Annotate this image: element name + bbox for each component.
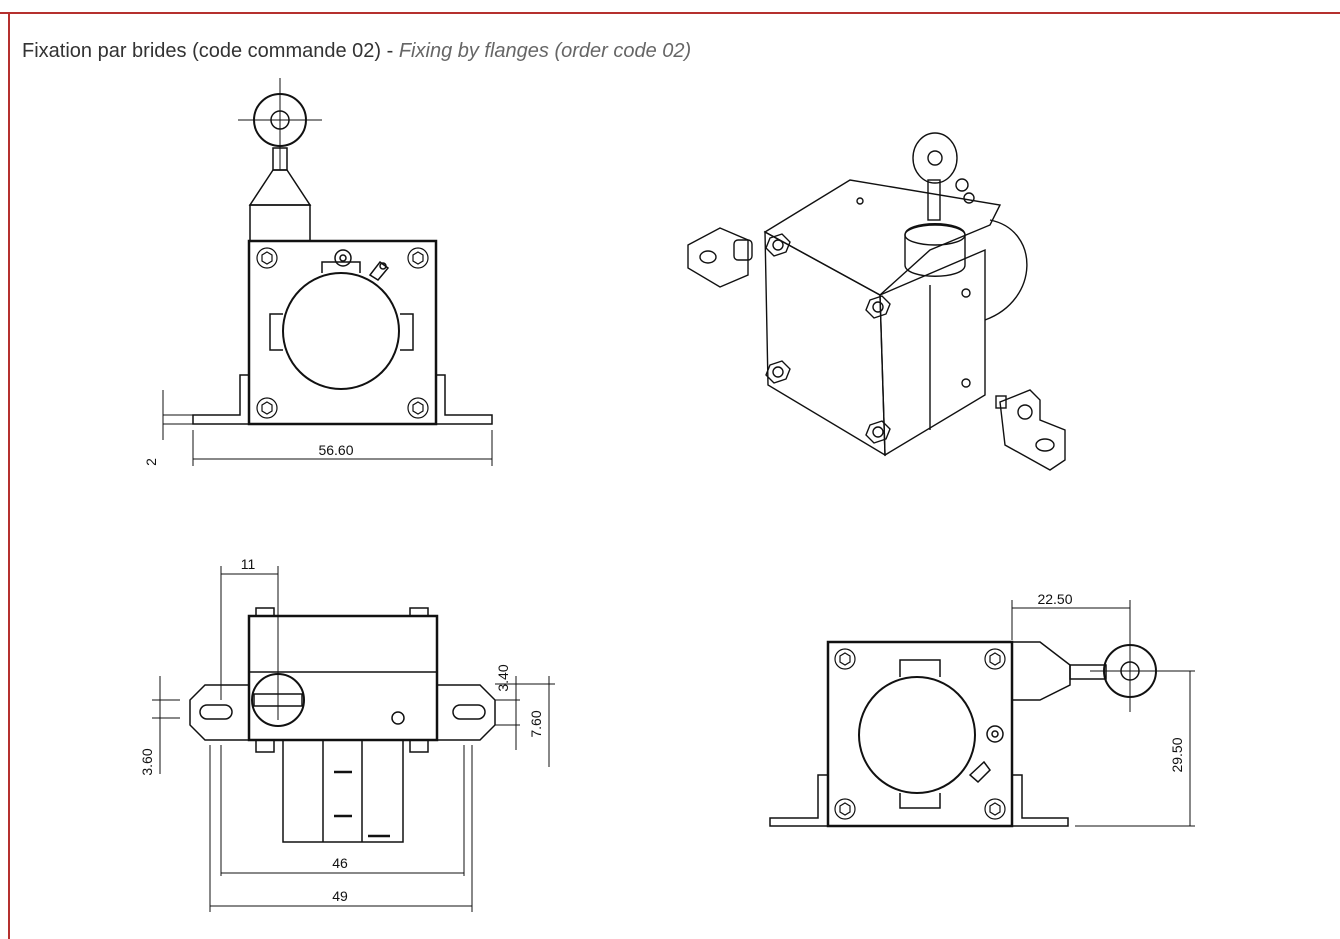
title-french: Fixation par brides (code commande 02) xyxy=(22,40,382,62)
frame-left-border xyxy=(8,12,10,939)
dim-top-left-height: 3.60 xyxy=(139,748,155,775)
dim-top-outer-width: 49 xyxy=(332,888,348,904)
title-separator: - xyxy=(381,40,399,62)
top-view: 11 46 49 3.60 3.40 7.60 xyxy=(139,556,555,912)
title-english: Fixing by flanges (order code 02) xyxy=(398,40,692,62)
dim-top-inner-width: 46 xyxy=(332,855,348,871)
dim-top-offset: 11 xyxy=(241,556,256,572)
dim-front-width: 56.60 xyxy=(318,442,353,458)
dim-top-slot-height: 7.60 xyxy=(528,710,544,737)
dim-side-height: 29.50 xyxy=(1169,737,1185,772)
dim-front-height: 2 xyxy=(143,458,159,466)
page-title: Fixation par brides (code commande 02) -… xyxy=(22,40,691,63)
isometric-view xyxy=(687,132,1066,471)
side-view: 22.50 29.50 xyxy=(769,591,1195,828)
frame-top-border xyxy=(0,12,1340,14)
front-view: 56.60 2 xyxy=(143,78,493,466)
dim-top-small-height: 3.40 xyxy=(495,664,511,691)
dim-side-cable-offset: 22.50 xyxy=(1037,591,1072,607)
